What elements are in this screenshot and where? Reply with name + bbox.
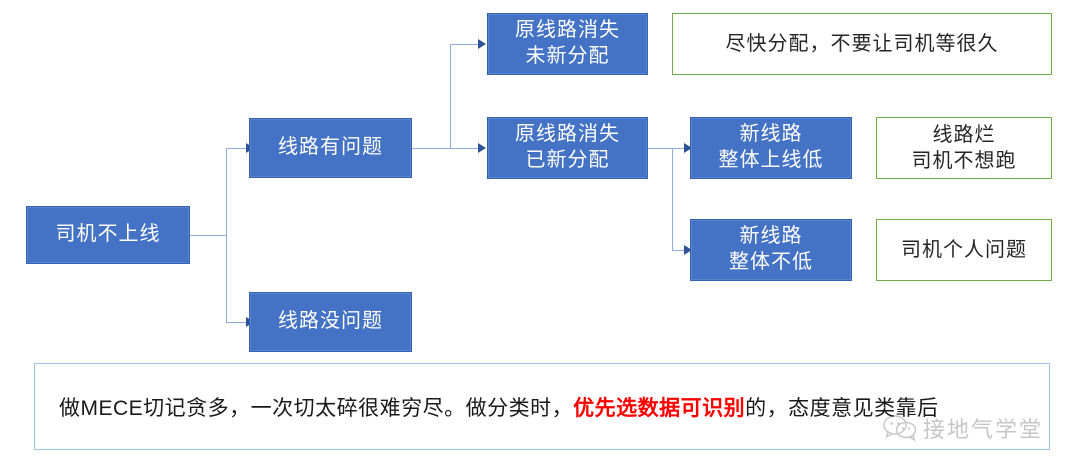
callout-assign-quickly[interactable]: 尽快分配，不要让司机等很久 (672, 13, 1052, 75)
connector-root-spine (226, 148, 227, 322)
connector-n4-to-n6 (672, 250, 688, 251)
node-route-has-problem[interactable]: 线路有问题 (249, 118, 412, 178)
arrowhead-to-n3 (478, 39, 486, 49)
note-mece-tip[interactable]: 做MECE切记贪多，一次切太碎很难穷尽。做分类时，优先选数据可识别的，态度意见类… (34, 363, 1050, 450)
arrowhead-to-n6 (684, 245, 692, 255)
connector-n4-to-n5 (672, 148, 688, 149)
node-old-route-gone-reassigned[interactable]: 原线路消失 已新分配 (487, 117, 648, 179)
connector-root-to-n1 (226, 148, 248, 149)
connector-n4-spine (672, 148, 673, 250)
node-new-route-not-low[interactable]: 新线路 整体不低 (690, 219, 852, 281)
note-text-part1: 做MECE切记贪多，一次切太碎很难穷尽。做分类时， (59, 396, 574, 420)
arrowhead-to-n4 (478, 143, 486, 153)
connector-n1-to-n4 (450, 148, 480, 149)
callout-driver-personal-issue[interactable]: 司机个人问题 (876, 219, 1052, 281)
arrowhead-to-n5 (684, 143, 692, 153)
connector-n1-spine (450, 44, 451, 149)
node-old-route-gone-unassigned[interactable]: 原线路消失 未新分配 (487, 13, 648, 75)
connector-root-stem (190, 235, 226, 236)
connector-root-to-n2 (226, 322, 248, 323)
connector-n1-stem (412, 148, 450, 149)
callout-bad-route[interactable]: 线路烂 司机不想跑 (876, 117, 1052, 179)
note-text-part2: 的，态度意见类靠后 (745, 396, 939, 420)
note-text-highlight: 优先选数据可识别 (573, 396, 746, 420)
connector-n1-to-n3 (450, 44, 480, 45)
connector-n4-stem (648, 148, 672, 149)
node-root-driver-offline[interactable]: 司机不上线 (26, 206, 190, 264)
node-new-route-low-online[interactable]: 新线路 整体上线低 (690, 117, 852, 179)
node-route-no-problem[interactable]: 线路没问题 (249, 292, 412, 352)
